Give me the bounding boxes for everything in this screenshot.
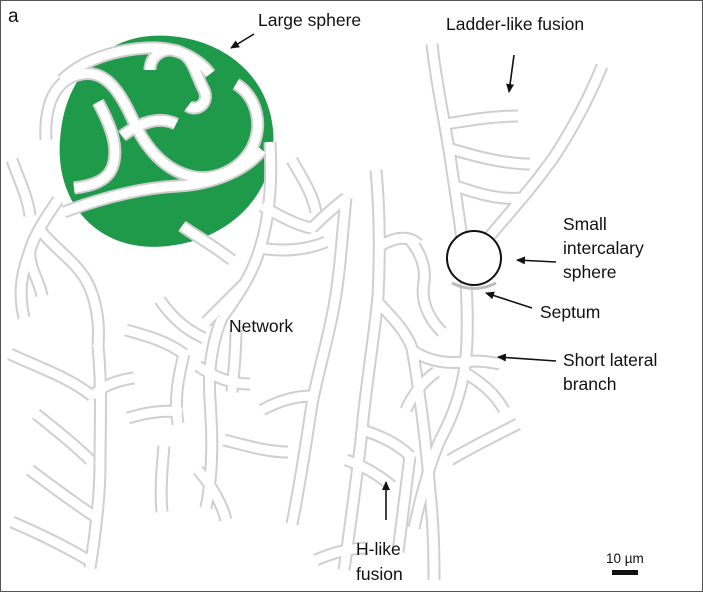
hypha-lumen bbox=[156, 297, 206, 343]
hypha-lumen bbox=[201, 316, 227, 509]
label-ladder-like-fusion: Ladder-like fusion bbox=[446, 14, 584, 34]
hypha-lumen bbox=[62, 147, 266, 217]
septum-mark bbox=[451, 281, 497, 290]
arrow-septum bbox=[485, 291, 533, 309]
hypha-lumen bbox=[288, 157, 321, 214]
hypha-lumen bbox=[447, 419, 521, 464]
hypha-lumen bbox=[85, 345, 105, 569]
hypha-lumen bbox=[401, 368, 439, 412]
hypha-lumen bbox=[156, 445, 169, 513]
hypha-lumen bbox=[222, 435, 289, 457]
hypha-lumen bbox=[461, 368, 508, 413]
arrow-ladder-like-fusion bbox=[506, 54, 515, 93]
arrow-short-lateral-branch bbox=[497, 353, 557, 362]
hypha-lumen bbox=[171, 352, 189, 425]
label-small-intercalary-sphere-1: Small bbox=[563, 214, 607, 234]
label-septum: Septum bbox=[540, 302, 600, 322]
hypha-lumen bbox=[446, 143, 531, 169]
hypha-lumen bbox=[409, 438, 445, 529]
hypha-lumen bbox=[195, 362, 251, 389]
hypha-lumen bbox=[41, 69, 263, 182]
hypha-lumen bbox=[25, 197, 62, 297]
hypha-lumen bbox=[202, 280, 248, 326]
hypha-lumen bbox=[339, 169, 384, 571]
hypha-lumen bbox=[126, 406, 183, 423]
hypha-lumen bbox=[259, 237, 328, 255]
hypha-lumen bbox=[259, 202, 313, 233]
hypha-lumen bbox=[8, 349, 95, 400]
hypha-lumen bbox=[227, 329, 241, 393]
hypha-lumen bbox=[445, 111, 519, 129]
hypha-lumen bbox=[16, 248, 35, 320]
hypha-lumen bbox=[372, 297, 417, 350]
hypha-lumen bbox=[393, 455, 415, 553]
scale-bar-label: 10 µm bbox=[606, 551, 644, 566]
label-large-sphere: Large sphere bbox=[258, 10, 361, 30]
hypha-lumen bbox=[7, 158, 35, 217]
label-network: Network bbox=[229, 316, 293, 336]
hyphae-network bbox=[5, 41, 609, 581]
label-small-intercalary-sphere-2: intercalary bbox=[563, 238, 644, 258]
panel-letter: a bbox=[8, 6, 19, 27]
arrow-small-intercalary-sphere bbox=[516, 256, 557, 265]
hypha-lumen bbox=[287, 403, 317, 525]
label-small-intercalary-sphere-3: sphere bbox=[563, 262, 617, 282]
hypha-lumen bbox=[73, 99, 120, 193]
hypha-lumen bbox=[314, 543, 369, 565]
label-h-like-fusion-2: fusion bbox=[356, 564, 403, 584]
hypha-lumen bbox=[259, 391, 313, 414]
hypha-lumen bbox=[88, 373, 135, 400]
label-h-like-fusion-1: H-like bbox=[356, 539, 401, 559]
hypha-lumen bbox=[454, 181, 523, 203]
hypha-lumen bbox=[33, 410, 94, 464]
hypha-lumen bbox=[119, 116, 179, 140]
hypha-lumen bbox=[486, 64, 607, 239]
hypha-lumen bbox=[179, 222, 235, 264]
hypha-lumen bbox=[360, 425, 414, 460]
hypha-lumen bbox=[409, 346, 501, 369]
hypha-lumen bbox=[145, 45, 210, 113]
arrow-large-sphere bbox=[230, 33, 255, 49]
hypha-lumen bbox=[436, 283, 472, 443]
small-intercalary-sphere bbox=[446, 230, 502, 286]
hypha-lumen bbox=[27, 466, 97, 520]
hypha-lumen bbox=[58, 43, 214, 84]
label-short-lateral-branch-2: branch bbox=[563, 374, 617, 394]
label-short-lateral-branch-1: Short lateral bbox=[563, 350, 657, 370]
hypha-lumen bbox=[124, 325, 187, 358]
hypha-lumen bbox=[10, 517, 91, 564]
hypha-lumen bbox=[406, 237, 446, 336]
hypha-lumen bbox=[194, 467, 231, 522]
hypha-lumen bbox=[36, 227, 103, 347]
hypha-lumen bbox=[307, 197, 351, 405]
scale-bar bbox=[612, 570, 638, 575]
